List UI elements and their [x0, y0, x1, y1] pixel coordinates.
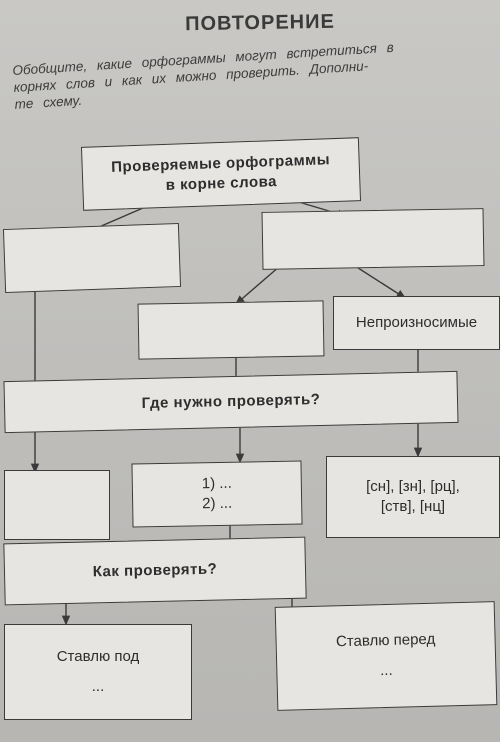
stress-label: Ставлю под [56, 648, 140, 665]
arrow-mid-to-left [234, 265, 281, 305]
empty-box-bottom-left [4, 470, 110, 540]
before-box: Ставлю перед ... [274, 601, 498, 711]
clusters-box: [сн], [зн], [рц], [ств], [нц] [326, 456, 500, 538]
before-label: Ставлю перед [335, 630, 436, 651]
where-items-box: 1) ... 2) ... [131, 460, 303, 528]
clusters-label: [ств], [нц] [380, 498, 446, 515]
clusters-label: [сн], [зн], [рц], [366, 478, 460, 495]
stress-label: ... [91, 678, 105, 695]
where-item: 1) ... [201, 474, 232, 493]
before-label: ... [379, 661, 393, 680]
stress-box: Ставлю под ... [4, 624, 192, 720]
empty-box-middle [137, 300, 325, 360]
unpronounceable-box: Непроизносимые [333, 296, 500, 350]
how-question-box: Как проверять? [3, 536, 307, 606]
where-question-box: Где нужно проверять? [3, 370, 459, 434]
empty-box-right [261, 208, 485, 270]
where-question-label: Где нужно проверять? [141, 390, 321, 413]
where-item: 2) ... [202, 494, 233, 513]
arrow-mid-to-right [354, 265, 407, 299]
empty-box-left [2, 222, 182, 294]
root-box: Проверяемые орфограммы в корне слова [80, 137, 362, 211]
unpronounceable-label: Непроизносимые [355, 314, 478, 331]
how-question-label: Как проверять? [92, 560, 218, 581]
